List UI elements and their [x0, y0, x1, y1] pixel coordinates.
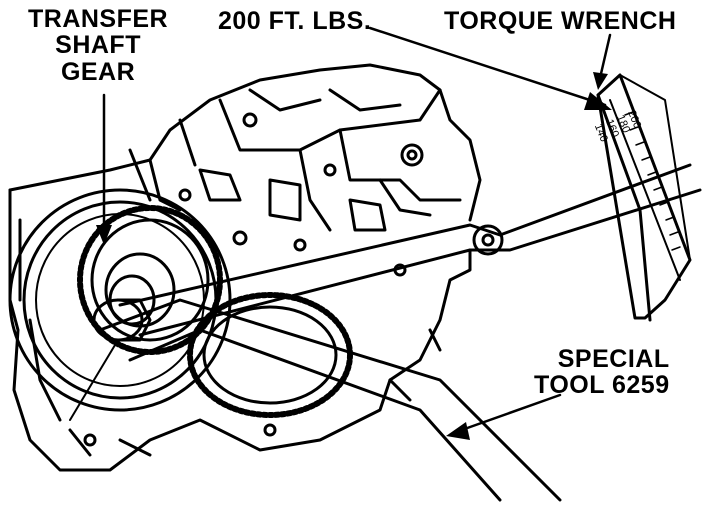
torque-wrench-dial — [596, 73, 692, 322]
label-line: TRANSFER — [28, 5, 169, 33]
label-torque-wrench: TORQUE WRENCH — [444, 7, 677, 35]
arrow-heads — [96, 72, 612, 440]
label-torque-value: 200 FT. LBS. — [218, 7, 372, 35]
torque-wrench-handle — [118, 163, 702, 337]
arrowhead-torque-value — [584, 92, 612, 110]
label-special-tool: SPECIAL TOOL 6259 — [534, 346, 670, 399]
label-line: SPECIAL — [557, 345, 670, 373]
arrowhead-torque-wrench — [593, 72, 608, 90]
dial-scale: 200 180 160 140 — [592, 109, 643, 144]
leader-torque-wrench — [598, 33, 612, 80]
leader-lines — [102, 26, 612, 434]
label-line: GEAR — [60, 57, 136, 86]
leader-special-tool — [454, 393, 562, 434]
ring-gear — [187, 292, 353, 418]
socket-adapter — [92, 298, 152, 342]
leader-torque-value — [368, 26, 607, 107]
label-transfer-shaft-gear: TRANSFER SHAFT GEAR — [28, 6, 168, 85]
arrowhead-transfer — [96, 225, 112, 245]
label-line: TOOL 6259 — [534, 371, 670, 400]
arrowhead-special-tool — [446, 422, 470, 440]
label-line: SHAFT — [55, 31, 141, 60]
